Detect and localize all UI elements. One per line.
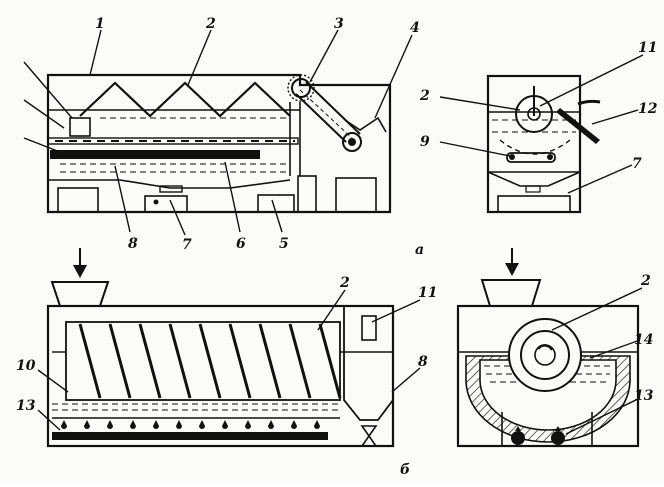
screw-flight <box>108 323 132 399</box>
housing-b <box>46 304 395 448</box>
conveyor-roll <box>506 152 556 163</box>
pump-box <box>257 194 295 213</box>
water-drop <box>199 420 205 429</box>
inlet-box <box>69 117 91 137</box>
label-6: 6 <box>236 236 246 252</box>
label-3: 3 <box>334 16 344 32</box>
outlet-valve <box>360 425 378 447</box>
sump-floor <box>48 179 291 189</box>
label-8: 8 <box>128 236 138 252</box>
subfig-label-a: а <box>415 242 424 258</box>
screw-flight <box>318 323 342 399</box>
water-drops <box>61 420 320 429</box>
feed-hopper-cross <box>480 279 542 307</box>
water-drop <box>291 420 297 429</box>
scraper-blade <box>556 108 600 144</box>
inclined-conveyor <box>287 74 362 152</box>
label-1: 1 <box>95 16 105 32</box>
top-sprocket <box>291 78 311 98</box>
nozzle-right <box>551 431 565 445</box>
screw-drum <box>65 321 341 401</box>
screw-flight <box>138 323 162 399</box>
label-9: 9 <box>420 134 430 150</box>
screw-flights <box>78 323 342 399</box>
leg-left <box>57 187 99 213</box>
spray-pipe <box>52 432 328 440</box>
water-drop <box>153 420 159 429</box>
bottom-sprocket <box>342 132 362 152</box>
drum-cross <box>508 318 582 392</box>
machine-b-longitudinal: 2 11 10 8 13 б <box>16 248 437 478</box>
cross-sump <box>487 171 581 187</box>
label-13-bottom-left: 13 <box>16 398 36 414</box>
label-12: 12 <box>638 101 658 117</box>
label-11-top: 11 <box>638 40 657 56</box>
grid-bar <box>50 150 260 159</box>
water-drop <box>268 420 274 429</box>
label-14: 14 <box>634 332 653 348</box>
label-7: 7 <box>182 237 192 253</box>
drain-outlet <box>159 185 183 193</box>
label-4: 4 <box>410 20 420 36</box>
feed-arrow <box>73 265 87 278</box>
discharge-compartment <box>343 306 394 421</box>
water-drop <box>130 420 136 429</box>
feed-arrow-cross <box>505 263 519 276</box>
machine-b-cross: 2 14 13 <box>456 248 654 448</box>
screw-flight <box>288 323 312 399</box>
screw-flight <box>198 323 222 399</box>
nozzle-left <box>511 431 525 445</box>
screw-flight <box>78 323 102 399</box>
screw-flight <box>228 323 252 399</box>
water-drop <box>84 420 90 429</box>
drain-box <box>144 195 188 213</box>
screw-flight <box>258 323 282 399</box>
label-8-bottom: 8 <box>418 354 428 370</box>
chute <box>289 102 301 176</box>
auger-zigzag <box>79 81 291 118</box>
label-7-top-right: 7 <box>632 156 642 172</box>
label-2-top-right: 2 <box>419 88 430 104</box>
machine-a-cross: 11 2 12 9 7 <box>419 40 658 214</box>
leader-lines-a <box>23 29 413 236</box>
discharge-hopper <box>344 116 387 133</box>
water-drop <box>61 420 67 429</box>
water-drop <box>314 420 320 429</box>
feed-hopper <box>50 281 110 307</box>
label-2-bottom-right: 2 <box>640 273 651 289</box>
motor-box <box>335 177 377 213</box>
water-drop <box>222 420 228 429</box>
water-drop <box>107 420 113 429</box>
water-drop <box>245 420 251 429</box>
machine-a-longitudinal: 1 2 3 4 8 7 6 5 а <box>23 16 424 258</box>
label-11-bottom: 11 <box>418 285 437 301</box>
water-dashes <box>60 117 290 173</box>
label-10: 10 <box>16 358 36 374</box>
screw-flight <box>168 323 192 399</box>
label-13-bottom-right: 13 <box>634 388 654 404</box>
subfig-label-b: б <box>400 462 410 478</box>
housing-b-cross <box>456 304 640 448</box>
water-drop <box>176 420 182 429</box>
label-2: 2 <box>205 16 216 32</box>
column-box <box>297 175 317 213</box>
label-5: 5 <box>279 236 289 252</box>
label-2-bottom: 2 <box>339 275 350 291</box>
sieve-strip <box>47 137 299 145</box>
